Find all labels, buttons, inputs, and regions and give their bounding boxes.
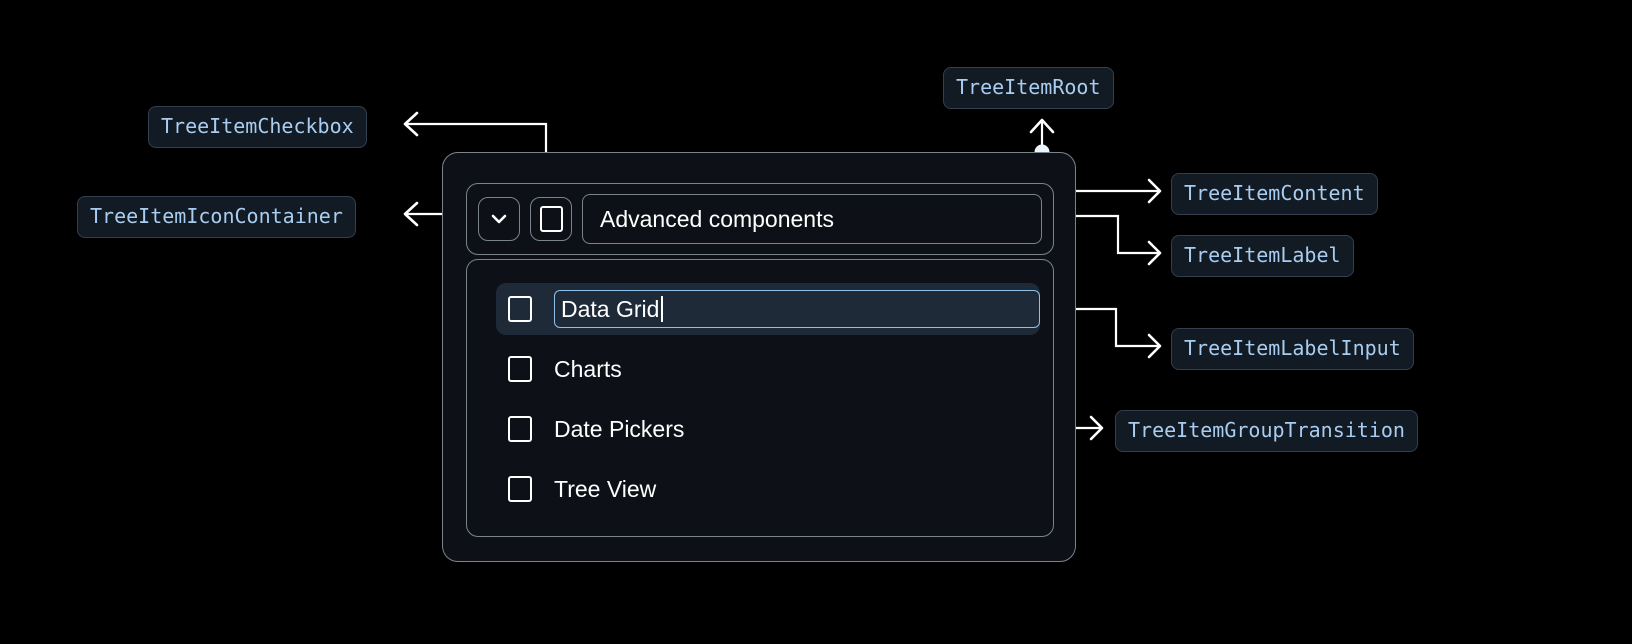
row-label-date-pickers: Date Pickers bbox=[554, 415, 685, 442]
tree-row-charts[interactable]: Charts bbox=[496, 343, 1053, 395]
annotation-chip-tree-item-checkbox: TreeItemCheckbox bbox=[148, 106, 367, 148]
annotation-chip-tree-item-root: TreeItemRoot bbox=[943, 67, 1114, 109]
tree-item-label[interactable]: Advanced components bbox=[582, 194, 1042, 244]
tree-item-checkbox[interactable] bbox=[530, 197, 572, 241]
annotation-chip-tree-item-label: TreeItemLabel bbox=[1171, 235, 1354, 277]
row-label-charts: Charts bbox=[554, 355, 622, 382]
checkbox-square-icon bbox=[539, 206, 563, 232]
tree-row-data-grid[interactable]: Data Grid bbox=[496, 283, 1040, 335]
tree-item-label-text: Advanced components bbox=[600, 205, 834, 232]
row-checkbox-tree-view[interactable] bbox=[508, 476, 532, 502]
annotation-chip-tree-item-content: TreeItemContent bbox=[1171, 173, 1378, 215]
tree-row-tree-view[interactable]: Tree View bbox=[496, 463, 1053, 515]
row-checkbox-date-pickers[interactable] bbox=[508, 416, 532, 442]
tree-item-content[interactable]: Advanced components bbox=[466, 183, 1054, 255]
tree-item-group-transition: Data Grid Charts Date Pickers Tree View bbox=[466, 259, 1054, 537]
annotation-chip-tree-item-label-input: TreeItemLabelInput bbox=[1171, 328, 1414, 370]
text-caret bbox=[661, 296, 664, 322]
chevron-down-icon bbox=[491, 214, 507, 224]
row-checkbox-data-grid[interactable] bbox=[508, 296, 532, 322]
row-checkbox-charts[interactable] bbox=[508, 356, 532, 382]
annotation-chip-tree-item-icon-container: TreeItemIconContainer bbox=[77, 196, 356, 238]
annotation-chip-tree-item-group-transition: TreeItemGroupTransition bbox=[1115, 410, 1418, 452]
tree-item-label-input[interactable]: Data Grid bbox=[554, 290, 1040, 328]
tree-item-root[interactable]: Advanced components Data Grid Charts Dat… bbox=[442, 152, 1076, 562]
row-label-tree-view: Tree View bbox=[554, 475, 657, 502]
label-input-value: Data Grid bbox=[561, 295, 660, 322]
tree-item-icon-container[interactable] bbox=[478, 197, 520, 241]
tree-row-date-pickers[interactable]: Date Pickers bbox=[496, 403, 1053, 455]
